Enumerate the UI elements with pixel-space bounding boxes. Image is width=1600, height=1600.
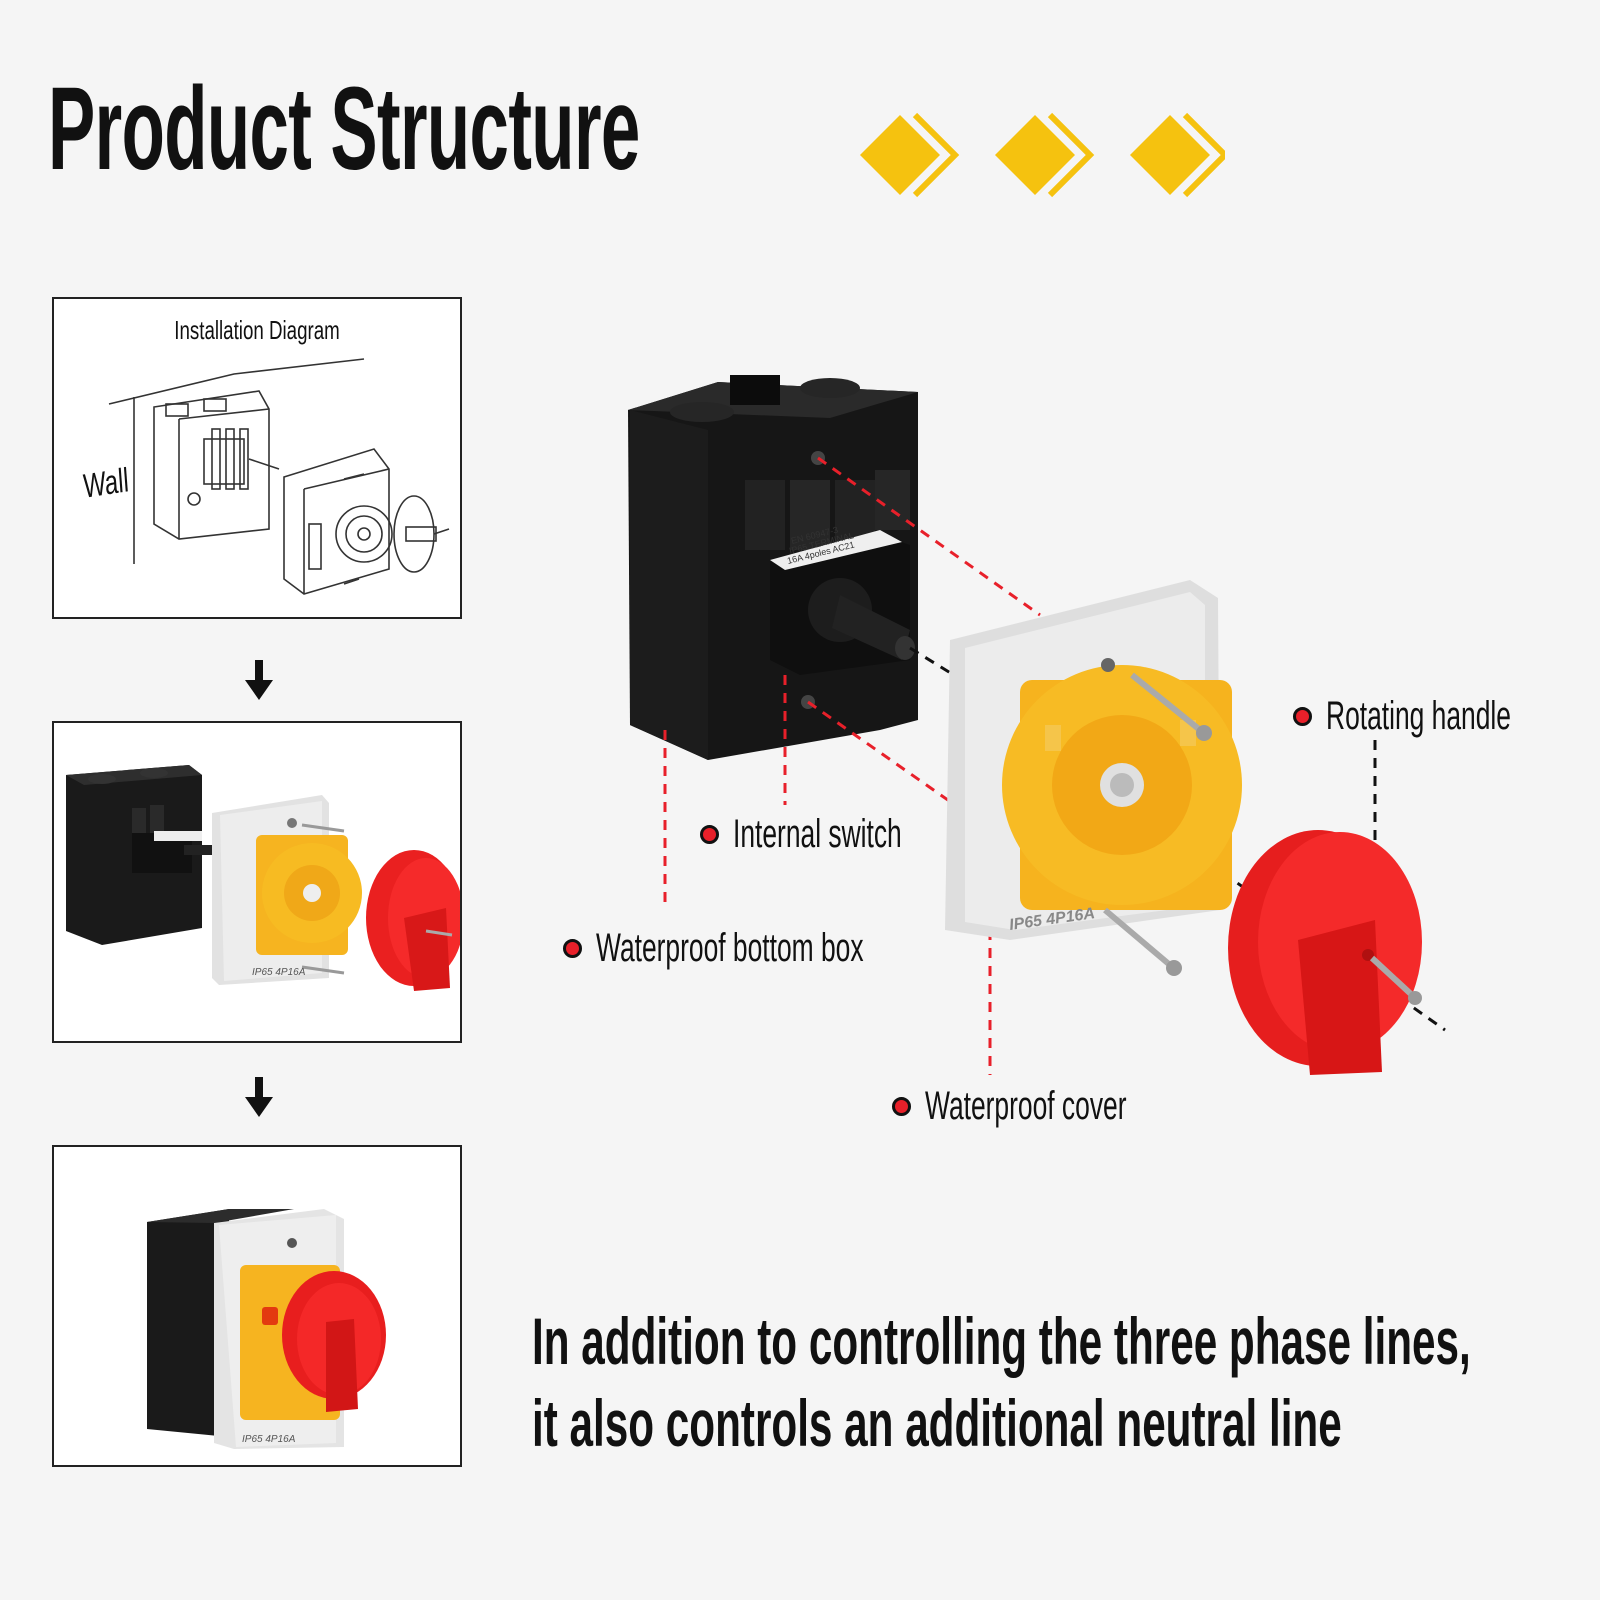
description-line-1: In addition to controlling the three pha… — [532, 1304, 1471, 1378]
diamond-icon — [1130, 112, 1225, 198]
diamond-icon — [995, 112, 1095, 198]
rotating-handle — [1228, 830, 1422, 1075]
assembled-product-illustration: IP65 4P16A — [147, 1209, 386, 1449]
arrow-down-icon — [245, 1077, 273, 1117]
diamond-icon — [860, 112, 960, 198]
internal-switch: 16A 4poles AC21 IP65 TERMINAL EN 60947-3 — [770, 525, 915, 675]
callout-label: Rotating handle — [1326, 694, 1511, 738]
waterproof-bottom-box: 16A 4poles AC21 IP65 TERMINAL EN 60947-3 — [628, 375, 918, 760]
wall-label: Wall — [82, 461, 130, 506]
callout-dot — [700, 825, 719, 844]
waterproof-cover: IP65 4P16A — [945, 580, 1242, 976]
assembled-product-panel: IP65 4P16A — [52, 1145, 462, 1467]
callout-dot — [892, 1097, 911, 1116]
exploded-product-panel: IP65 4P16A — [52, 721, 462, 1043]
installation-diagram-label: Installation Diagram — [174, 315, 340, 345]
callout-label: Waterproof bottom box — [596, 926, 864, 970]
model-text: IP65 4P16A — [242, 1434, 296, 1445]
callout-internal-switch: Internal switch — [700, 812, 989, 857]
description-line-2: it also controls an additional neutral l… — [532, 1386, 1342, 1460]
callout-dot — [563, 939, 582, 958]
callout-rotating-handle: Rotating handle — [1293, 694, 1600, 739]
model-text: IP65 4P16A — [252, 967, 306, 978]
arrow-down-icon — [245, 660, 273, 700]
main-exploded-view: 16A 4poles AC21 IP65 TERMINAL EN 60947-3 — [628, 375, 1446, 1075]
callout-waterproof-bottom-box: Waterproof bottom box — [563, 926, 1001, 971]
decorative-diamonds — [860, 112, 1225, 198]
installation-diagram-panel: Installation Diagram — [52, 297, 462, 619]
page-title: Product Structure — [48, 63, 640, 195]
installation-line-drawing — [108, 358, 450, 595]
callout-waterproof-cover: Waterproof cover — [892, 1084, 1230, 1129]
callout-dot — [1293, 707, 1312, 726]
callout-label: Internal switch — [733, 812, 902, 856]
description-text: In addition to controlling the three pha… — [532, 1300, 1471, 1464]
exploded-product-illustration: IP65 4P16A — [66, 765, 460, 991]
callout-label: Waterproof cover — [925, 1084, 1127, 1128]
